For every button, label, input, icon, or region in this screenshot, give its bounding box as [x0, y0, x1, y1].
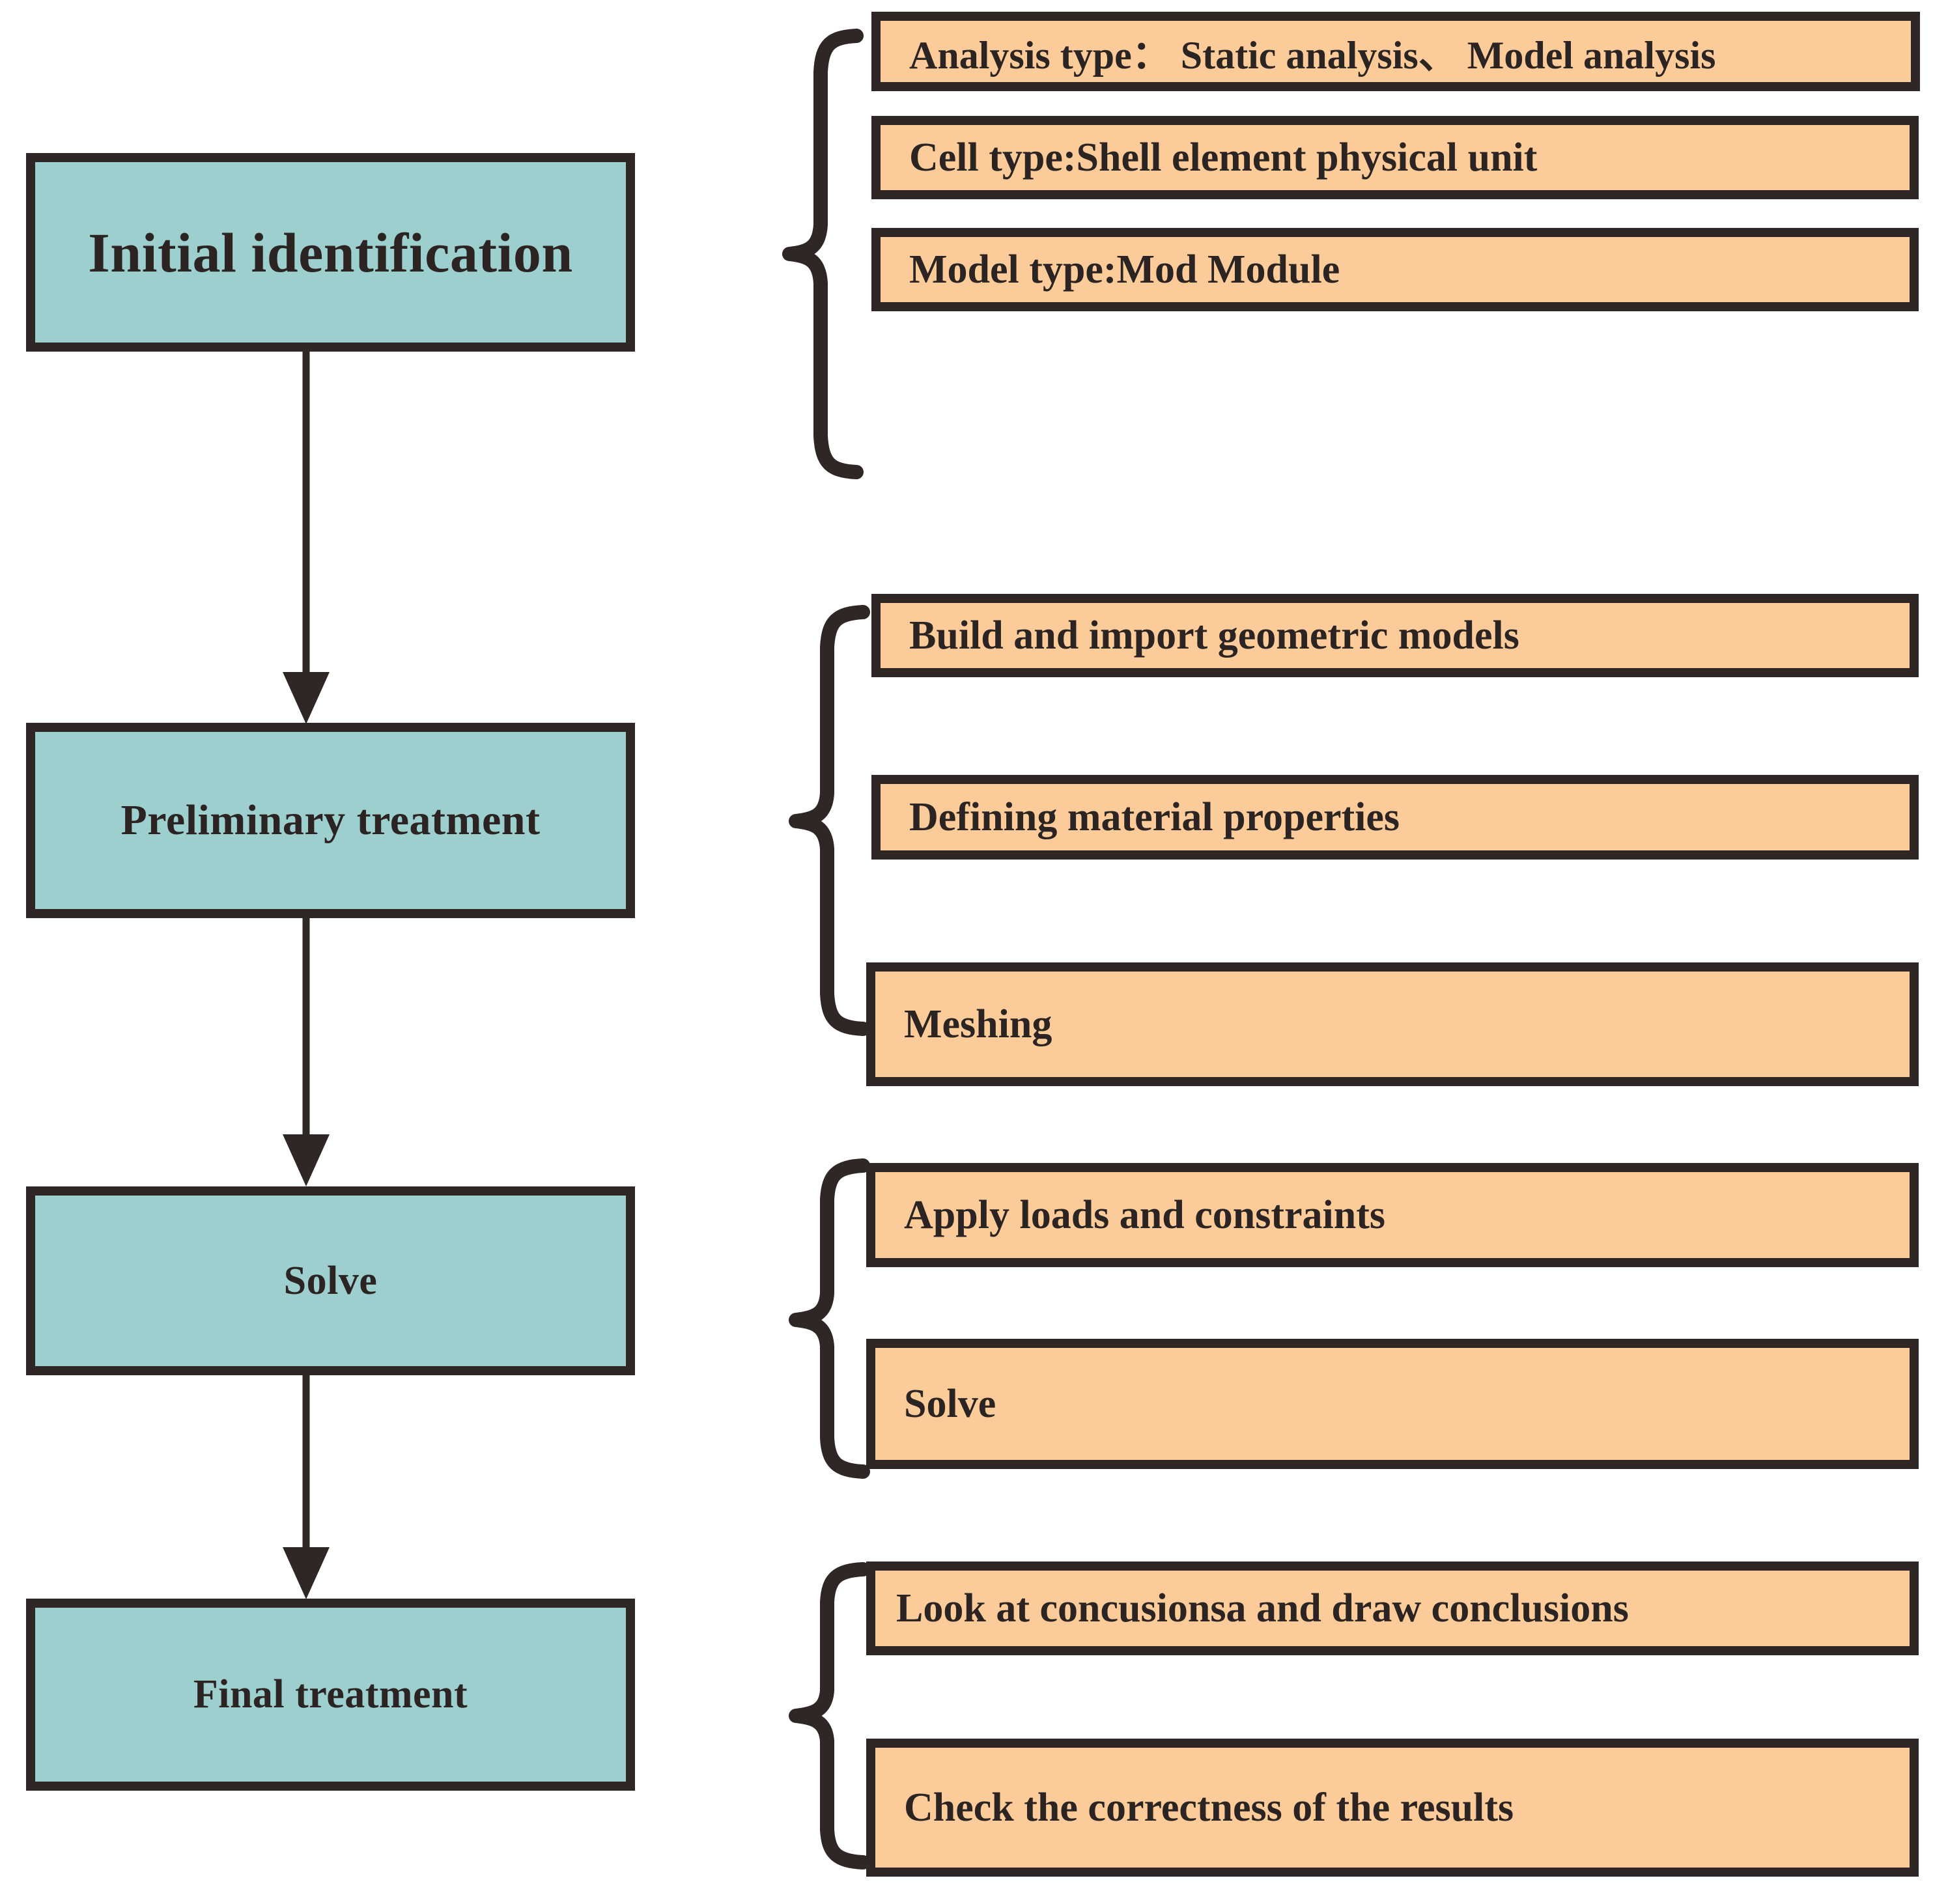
detail-box-cell-type[interactable]: Cell type:Shell element physical unit — [871, 116, 1919, 199]
detail-box-check-correctness[interactable]: Check the correctness of the results — [866, 1739, 1919, 1877]
stage-box-initial-identification[interactable]: Initial identification — [26, 153, 635, 352]
detail-box-look-at-conclusions[interactable]: Look at concusionsa and draw conclusions — [866, 1561, 1919, 1655]
arrow-solve-to-final — [283, 1373, 330, 1599]
detail-label: Analysis type： Static analysis、 Model an… — [909, 33, 1716, 77]
stage-box-solve[interactable]: Solve — [26, 1186, 635, 1375]
detail-label: Solve — [904, 1381, 996, 1426]
brace-solve — [789, 1158, 870, 1479]
detail-label: Meshing — [904, 1001, 1052, 1046]
brace-preliminary-treatment — [789, 605, 870, 1036]
brace-initial-identification — [782, 29, 864, 479]
stage-box-final-treatment[interactable]: Final treatment — [26, 1599, 635, 1791]
detail-label: Look at concusionsa and draw conclusions — [896, 1586, 1629, 1631]
stage-box-preliminary-treatment[interactable]: Preliminary treatment — [26, 723, 635, 918]
arrow-preliminary-to-solve — [283, 916, 330, 1186]
detail-box-meshing[interactable]: Meshing — [866, 962, 1919, 1086]
detail-box-define-material-properties[interactable]: Defining material properties — [871, 775, 1919, 860]
detail-label: Model type:Mod Module — [909, 247, 1340, 292]
detail-box-build-import-models[interactable]: Build and import geometric models — [871, 594, 1919, 677]
stage-label: Preliminary treatment — [120, 796, 541, 844]
detail-label: Build and import geometric models — [909, 613, 1519, 658]
stage-label: Initial identification — [88, 221, 573, 284]
detail-label: Apply loads and constraints — [904, 1192, 1386, 1237]
detail-box-analysis-type[interactable]: Analysis type： Static analysis、 Model an… — [871, 12, 1920, 91]
detail-box-model-type[interactable]: Model type:Mod Module — [871, 228, 1919, 311]
stage-label: Solve — [283, 1258, 378, 1303]
detail-box-solve-step[interactable]: Solve — [866, 1339, 1919, 1469]
stage-label: Final treatment — [193, 1672, 468, 1716]
arrow-initial-to-preliminary — [283, 349, 330, 724]
detail-box-apply-loads-constraints[interactable]: Apply loads and constraints — [866, 1163, 1919, 1267]
detail-label: Cell type:Shell element physical unit — [909, 135, 1538, 180]
brace-final-treatment — [789, 1562, 870, 1869]
detail-label: Defining material properties — [909, 794, 1400, 839]
detail-label: Check the correctness of the results — [904, 1785, 1514, 1830]
